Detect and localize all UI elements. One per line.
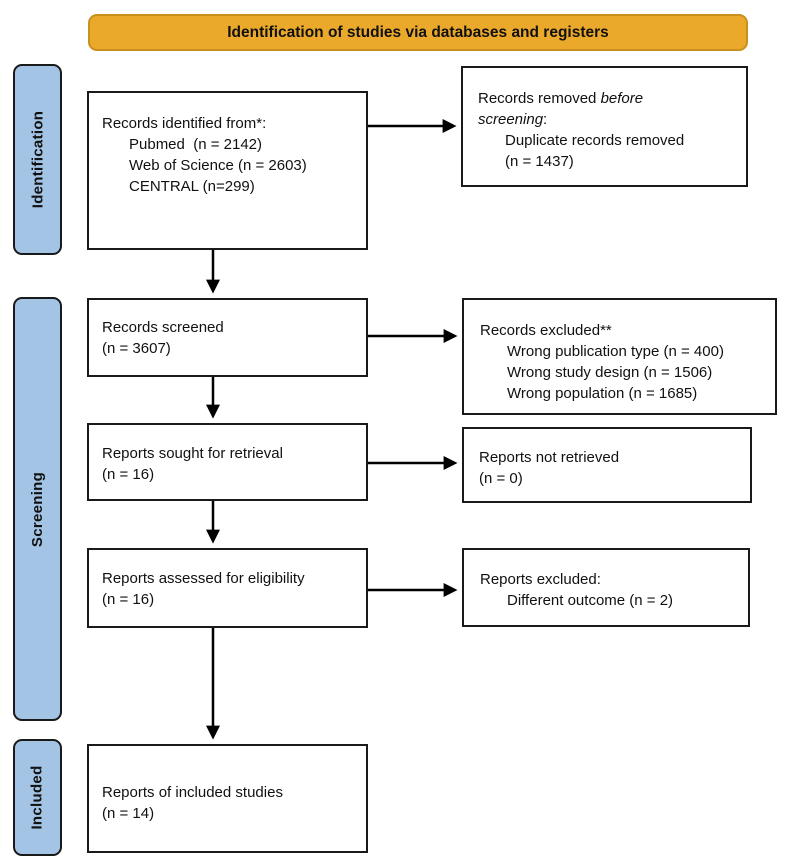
box-records-identified-item: Pubmed (n = 2142) bbox=[129, 136, 263, 153]
box-reports-sought: Reports sought for retrieval (n = 16) bbox=[87, 423, 368, 501]
stage-screening: Screening bbox=[13, 297, 62, 721]
stage-identification-label: Identification bbox=[29, 110, 47, 209]
box-reports-not-retrieved-line: (n = 0) bbox=[479, 470, 523, 487]
box-included-studies-line: Reports of included studies bbox=[102, 784, 283, 801]
stage-screening-label: Screening bbox=[29, 471, 47, 547]
box-reports-not-retrieved-line: Reports not retrieved bbox=[479, 449, 620, 466]
box-records-screened-line: (n = 3607) bbox=[102, 340, 171, 357]
box-records-identified: Records identified from*: Pubmed (n = 21… bbox=[87, 91, 368, 250]
box-records-removed: Records removed before screening: Duplica… bbox=[461, 66, 748, 187]
box-records-excluded-item: Wrong population (n = 1685) bbox=[507, 385, 698, 402]
banner-label: Identification of studies via databases … bbox=[227, 23, 609, 41]
box-reports-assessed-line: Reports assessed for eligibility bbox=[102, 570, 305, 587]
box-reports-assessed-line: (n = 16) bbox=[102, 591, 155, 608]
box-reports-not-retrieved: Reports not retrieved (n = 0) bbox=[462, 427, 752, 503]
box-records-removed-item: Duplicate records removed bbox=[505, 132, 685, 149]
box-included-studies-line: (n = 14) bbox=[102, 805, 155, 822]
stage-included-label: Included bbox=[29, 765, 47, 830]
box-reports-sought-line: (n = 16) bbox=[102, 466, 155, 483]
box-records-removed-item: (n = 1437) bbox=[505, 153, 574, 170]
stage-included: Included bbox=[13, 739, 62, 856]
box-records-excluded: Records excluded** Wrong publication typ… bbox=[462, 298, 777, 415]
records-removed-title-italic-2: screening bbox=[478, 111, 544, 128]
box-records-excluded-title: Records excluded** bbox=[480, 322, 612, 339]
box-included-studies: Reports of included studies (n = 14) bbox=[87, 744, 368, 853]
box-records-excluded-item: Wrong publication type (n = 400) bbox=[507, 343, 724, 360]
box-records-removed-title: Records removed before screening: bbox=[478, 88, 738, 130]
box-records-identified-title: Records identified from*: bbox=[102, 115, 267, 132]
box-reports-excluded: Reports excluded: Different outcome (n =… bbox=[462, 548, 750, 627]
box-records-excluded-item: Wrong study design (n = 1506) bbox=[507, 364, 713, 381]
stage-identification: Identification bbox=[13, 64, 62, 255]
box-reports-excluded-item: Different outcome (n = 2) bbox=[507, 592, 674, 609]
box-reports-sought-line: Reports sought for retrieval bbox=[102, 445, 283, 462]
records-removed-title-prefix: Records removed bbox=[478, 90, 601, 107]
box-records-screened: Records screened (n = 3607) bbox=[87, 298, 368, 377]
records-removed-title-italic-1: before bbox=[600, 90, 644, 107]
box-records-screened-line: Records screened bbox=[102, 319, 224, 336]
box-records-identified-item: Web of Science (n = 2603) bbox=[129, 157, 307, 174]
box-reports-excluded-title: Reports excluded: bbox=[480, 571, 601, 588]
box-records-identified-item: CENTRAL (n=299) bbox=[129, 178, 255, 195]
banner-identification-via-databases: Identification of studies via databases … bbox=[88, 14, 748, 51]
box-reports-assessed: Reports assessed for eligibility (n = 16… bbox=[87, 548, 368, 628]
records-removed-title-suffix: : bbox=[543, 111, 548, 128]
